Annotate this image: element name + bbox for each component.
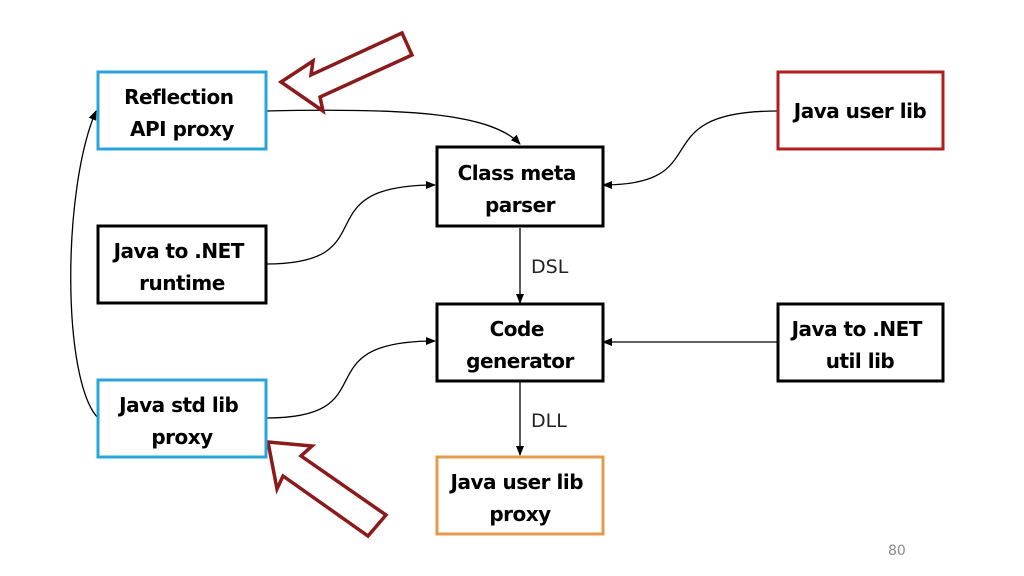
node-label: Java user lib: [792, 99, 927, 123]
edge-reflection-to-parser: [265, 109, 521, 145]
node-java-user-lib-proxy: Java user lib proxy: [435, 455, 605, 536]
node-label: Java user lib proxy: [449, 470, 590, 526]
edge-label-dsl: DSL: [531, 256, 569, 278]
node-java-to-net-util-lib: Java to .NET util lib: [776, 302, 945, 383]
node-label: Java to .NET util lib: [790, 317, 929, 373]
callout-arrow-bottom: [265, 440, 389, 539]
callout-arrow-top: [277, 30, 415, 115]
edge-stdlib-to-reflection: [70, 110, 99, 419]
connectors: [70, 109, 778, 456]
node-label: Java to .NET runtime: [112, 239, 251, 295]
edge-userlib-to-parser: [602, 110, 778, 189]
node-label: Java std lib proxy: [117, 393, 245, 449]
node-label: Code generator: [466, 317, 574, 373]
edge-runtime-to-parser: [265, 181, 436, 265]
node-class-meta-parser: Class meta parser: [435, 145, 605, 228]
node-label: Class meta parser: [458, 161, 583, 217]
node-reflection-api-proxy: Reflection API proxy: [96, 70, 268, 151]
page-number: 80: [888, 543, 906, 559]
node-java-user-lib: Java user lib: [776, 70, 945, 151]
node-code-generator: Code generator: [435, 302, 605, 383]
node-java-std-lib-proxy: Java std lib proxy: [96, 378, 268, 459]
node-java-to-net-runtime: Java to .NET runtime: [96, 224, 268, 305]
edge-stdlib-to-generator: [265, 337, 436, 419]
node-label: Reflection API proxy: [124, 85, 240, 141]
edge-label-dll: DLL: [531, 410, 567, 432]
